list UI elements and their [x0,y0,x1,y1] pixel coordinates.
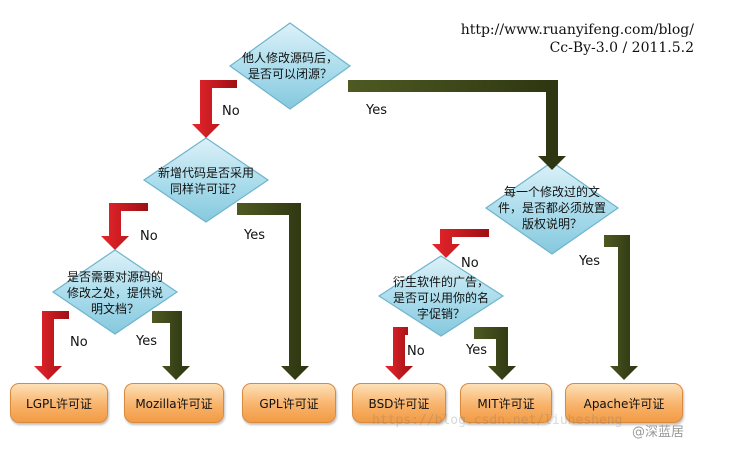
leaf-mozilla: Mozilla许可证 [124,383,224,423]
leaf-apache: Apache许可证 [565,383,683,423]
no-label-q1: No [222,104,240,119]
question-5-diamond [377,255,505,337]
question-3-text: 是否需要对源码的修改之处，提供说明文档？ [66,270,163,316]
yes-label-q1: Yes [366,103,387,118]
credit-license: Cc-By-3.0 / 2011.5.2 [549,40,694,56]
yes-arrow-q1 [348,80,566,170]
yes-label-q3: Yes [136,334,157,349]
no-arrow-q2 [101,203,148,250]
no-label-q5: No [407,344,425,359]
question-2-text: 新增代码是否采用同样许可证？ [157,166,254,196]
question-3-diamond [51,249,179,335]
question-4-diamond [484,161,620,255]
question-4-text: 每一个修改过的文件，是否都必须放置版权说明？ [497,185,606,231]
no-arrow-q3 [34,311,69,380]
no-label-q2: No [140,229,158,244]
yes-arrow-q3 [152,311,190,380]
question-1-diamond [228,22,352,110]
leaf-bsd: BSD许可证 [352,383,446,423]
question-2-diamond [142,137,270,223]
yes-label-q2: Yes [244,228,265,243]
question-5-text: 衍生软件的广告，是否可以用你的名字促销？ [392,275,489,321]
yes-arrow-q4 [604,235,638,380]
watermark-url: https://blog.csdn.net/liuhesheng [372,413,623,428]
leaf-gpl: GPL许可证 [242,383,336,423]
yes-arrow-q5 [474,327,516,380]
yes-label-q4: Yes [579,254,600,269]
no-arrow-q1 [192,80,237,138]
question-1-text: 他人修改源码后，是否可以闭源？ [241,51,338,81]
watermark-stamp: @深蓝居 [632,425,685,440]
credit-url: http://www.ruanyifeng.com/blog/ [460,22,694,38]
no-arrow-q4 [432,229,489,258]
yes-arrow-q2 [237,203,309,380]
leaf-mit: MIT许可证 [460,383,552,423]
yes-label-q5: Yes [466,343,487,358]
no-label-q3: No [70,335,88,350]
no-arrow-q5 [385,327,413,380]
no-label-q4: No [461,256,479,271]
leaf-lgpl: LGPL许可证 [10,383,108,423]
